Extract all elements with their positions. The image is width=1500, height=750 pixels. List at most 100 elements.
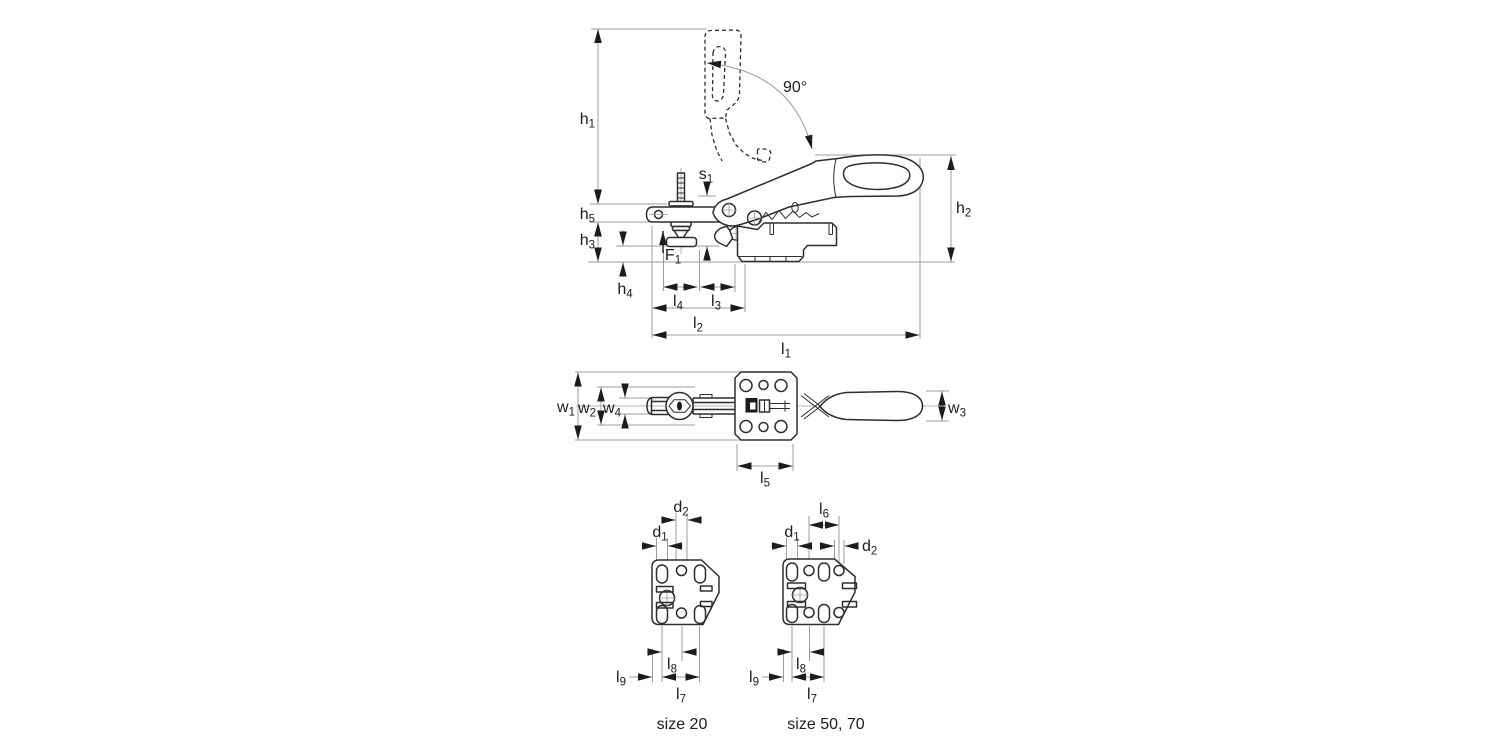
plate-slot bbox=[817, 562, 831, 582]
spindle-cone bbox=[673, 229, 689, 239]
plate-hole bbox=[803, 606, 815, 619]
label-sub: 3 bbox=[715, 301, 721, 313]
extension-lines bbox=[575, 371, 949, 471]
label-sub: 1 bbox=[707, 174, 713, 186]
label-sub: 2 bbox=[871, 546, 877, 558]
plate-bar-slot bbox=[699, 600, 713, 608]
label-sub: 1 bbox=[675, 255, 681, 267]
dim-label-d1: d1 bbox=[784, 524, 799, 544]
base-bottom-ticks bbox=[754, 256, 787, 262]
dim-label-w3: w3 bbox=[947, 400, 966, 420]
dim-label-w2: w2 bbox=[577, 400, 596, 420]
dim-label-d2: d2 bbox=[673, 499, 688, 519]
plate-hole bbox=[675, 564, 688, 577]
plate-bar-slot bbox=[655, 601, 674, 609]
plate-view-size-20: d2 d1 l8 l7 l9 size 20 bbox=[616, 499, 720, 733]
label-sub: 2 bbox=[682, 507, 688, 519]
dim-label-l3: l3 bbox=[711, 293, 721, 313]
label-base: l bbox=[667, 656, 671, 673]
dim-label-l6: l6 bbox=[819, 501, 829, 521]
label-base: l bbox=[781, 341, 785, 358]
base-slot-pins bbox=[769, 223, 833, 235]
scissor-linkage bbox=[800, 393, 833, 420]
plate-hole bbox=[758, 379, 769, 391]
base-hook bbox=[714, 225, 734, 248]
dim-label-h5: h5 bbox=[580, 206, 595, 226]
label-sub: 2 bbox=[965, 208, 971, 220]
angle-label: 90° bbox=[783, 79, 807, 96]
label-base: l bbox=[819, 501, 823, 518]
open-handle-outline-dashed bbox=[704, 29, 742, 120]
label-sub: 1 bbox=[793, 532, 799, 544]
label-sub: 3 bbox=[960, 408, 966, 420]
label-base: l bbox=[676, 686, 680, 703]
plate-view-size-50-70: d1 l6 d2 l8 l7 l9 size 50, 70 bbox=[749, 501, 877, 733]
plate-hole bbox=[774, 378, 788, 393]
label-base: w bbox=[577, 400, 590, 417]
open-handle-lever-right-dashed bbox=[724, 118, 763, 162]
plate-hole bbox=[675, 607, 688, 619]
plate-slot bbox=[785, 562, 799, 582]
label-sub: 2 bbox=[697, 323, 703, 335]
dim-label-h3: h3 bbox=[580, 232, 595, 252]
dim-label-h2: h2 bbox=[956, 200, 971, 220]
link-tab-top bbox=[699, 394, 713, 399]
dim-label-w1: w1 bbox=[556, 399, 575, 419]
link-tab-bottom bbox=[699, 413, 713, 418]
link-bar bbox=[692, 397, 741, 415]
dim-label-l7: l7 bbox=[807, 686, 817, 706]
linkage-pin-oval bbox=[791, 202, 799, 213]
plate-hole bbox=[739, 378, 753, 393]
plate-hole bbox=[833, 564, 845, 577]
label-base: l bbox=[749, 669, 753, 686]
plate-bar-slot bbox=[841, 582, 858, 590]
handle-outline bbox=[712, 154, 925, 227]
side-view: h1 h5 h3 h4 h2 s1 F1 90° l4 l3 l2 l1 bbox=[580, 28, 971, 361]
label-base: l bbox=[673, 293, 677, 310]
label-sub: 4 bbox=[677, 301, 684, 313]
label-sub: 1 bbox=[569, 407, 575, 419]
arm-fork bbox=[646, 396, 673, 416]
label-base: s bbox=[699, 166, 707, 183]
dim-label-d1: d1 bbox=[652, 524, 667, 544]
force-label-f1: F1 bbox=[665, 247, 681, 267]
open-handle-inner-contour-dashed bbox=[711, 45, 727, 102]
spindle-hex-nut bbox=[668, 399, 692, 413]
plate-bar-slot bbox=[786, 582, 807, 590]
caption-size-20: size 20 bbox=[657, 716, 708, 733]
plate-bar-slot bbox=[841, 600, 858, 608]
dim-label-d2: d2 bbox=[862, 538, 877, 558]
label-sub: 5 bbox=[764, 478, 770, 490]
label-base: l bbox=[616, 669, 620, 686]
label-sub: 8 bbox=[671, 664, 677, 676]
roller-crosshair bbox=[746, 210, 763, 226]
label-sub: 4 bbox=[615, 408, 622, 420]
toggle-bracket-slot bbox=[750, 402, 756, 410]
handle-top-view bbox=[819, 390, 924, 422]
clamp-foot-pad bbox=[665, 236, 698, 248]
open-handle-lever-left-dashed bbox=[709, 118, 723, 162]
plate-hole bbox=[833, 606, 845, 619]
swing-arc bbox=[706, 60, 813, 150]
label-base: h bbox=[956, 200, 965, 217]
label-base: l bbox=[760, 470, 764, 487]
spindle-thread-ticks bbox=[677, 177, 685, 199]
dim-label-l9: l9 bbox=[749, 669, 759, 689]
dim-label-l8: l8 bbox=[796, 656, 806, 676]
label-base: d bbox=[652, 524, 661, 541]
plate-hole bbox=[803, 564, 815, 577]
label-base: h bbox=[580, 206, 589, 223]
label-sub: 4 bbox=[626, 289, 633, 301]
pivot-crosshair bbox=[721, 202, 737, 218]
dim-label-w4: w4 bbox=[602, 400, 622, 420]
label-base: l bbox=[693, 315, 697, 332]
label-base: F bbox=[665, 247, 675, 264]
plate-slot bbox=[655, 604, 669, 625]
spindle-tip bbox=[677, 401, 682, 411]
dim-label-h4: h4 bbox=[617, 281, 633, 301]
label-base: w bbox=[602, 400, 615, 417]
label-sub: 3 bbox=[589, 240, 595, 252]
label-sub: 9 bbox=[620, 677, 626, 689]
